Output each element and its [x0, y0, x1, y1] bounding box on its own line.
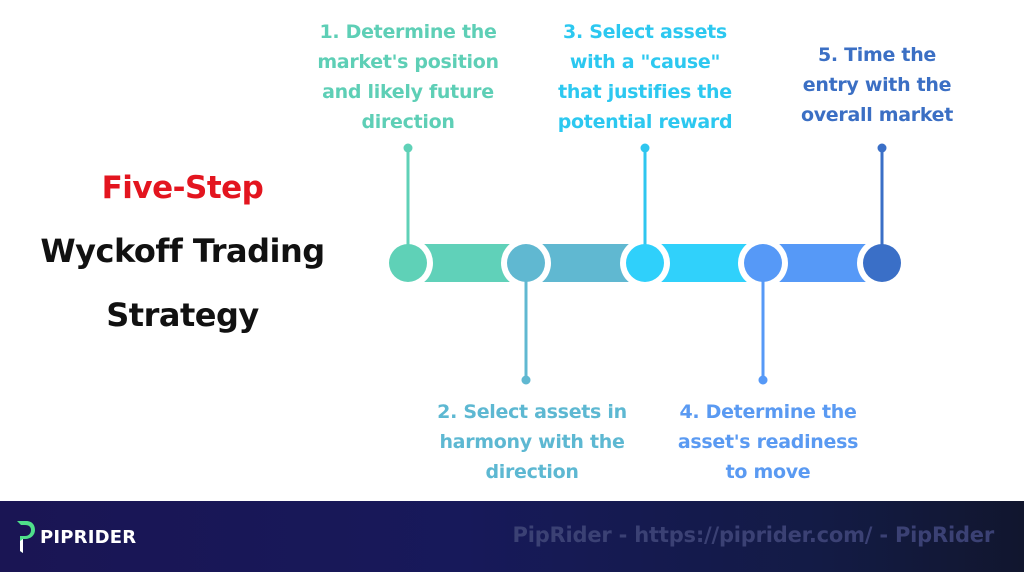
watermark-text: PipRider - https://piprider.com/ - PipRi…: [512, 523, 995, 547]
step-1-line: 1. Determine the: [319, 21, 497, 43]
step-3-line: with a "cause": [569, 51, 721, 73]
footer-bar: PIPRIDER PipRider - https://piprider.com…: [0, 501, 1024, 572]
timeline-node-5: [863, 244, 901, 282]
step-1-line: and likely future: [322, 81, 494, 103]
step-4-line: asset's readiness: [677, 431, 859, 453]
title-wyckoff-trading: Wyckoff Trading: [40, 232, 325, 270]
step-1-line: direction: [361, 111, 455, 133]
step-1-label: 1. Determine the market's position and l…: [298, 17, 518, 137]
step-5-label: 5. Time the entry with the overall marke…: [782, 40, 972, 130]
timeline-node-2: [507, 244, 545, 282]
step-2-line: direction: [485, 461, 579, 483]
step-3-line: that justifies the: [558, 81, 732, 103]
title-strategy: Strategy: [106, 296, 259, 334]
step-2-label: 2. Select assets in harmony with the dir…: [420, 397, 644, 487]
step-5-line: 5. Time the: [817, 44, 937, 66]
title-five-step: Five-Step: [101, 170, 264, 206]
timeline-node-1: [389, 244, 427, 282]
timeline-node-3: [626, 244, 664, 282]
step-3-line: 3. Select assets: [563, 21, 727, 43]
step-4-line: to move: [725, 461, 811, 483]
step-4-line: 4. Determine the: [679, 401, 857, 423]
step-3-line: potential reward: [557, 111, 733, 133]
logo-text: PIPRIDER: [40, 526, 137, 548]
step-4-label: 4. Determine the asset's readiness to mo…: [656, 397, 880, 487]
step-5-line: entry with the: [802, 74, 952, 96]
step-5-line: overall market: [800, 104, 954, 126]
step-1-line: market's position: [317, 51, 499, 73]
step-2-line: 2. Select assets in: [437, 401, 627, 423]
step-3-label: 3. Select assets with a "cause" that jus…: [533, 17, 757, 137]
timeline-node-4: [744, 244, 782, 282]
piprider-logo[interactable]: PIPRIDER: [14, 519, 136, 555]
step-2-line: harmony with the: [439, 431, 625, 453]
timeline-graphic: [389, 143, 901, 385]
piprider-p-logo-icon: [17, 521, 35, 553]
